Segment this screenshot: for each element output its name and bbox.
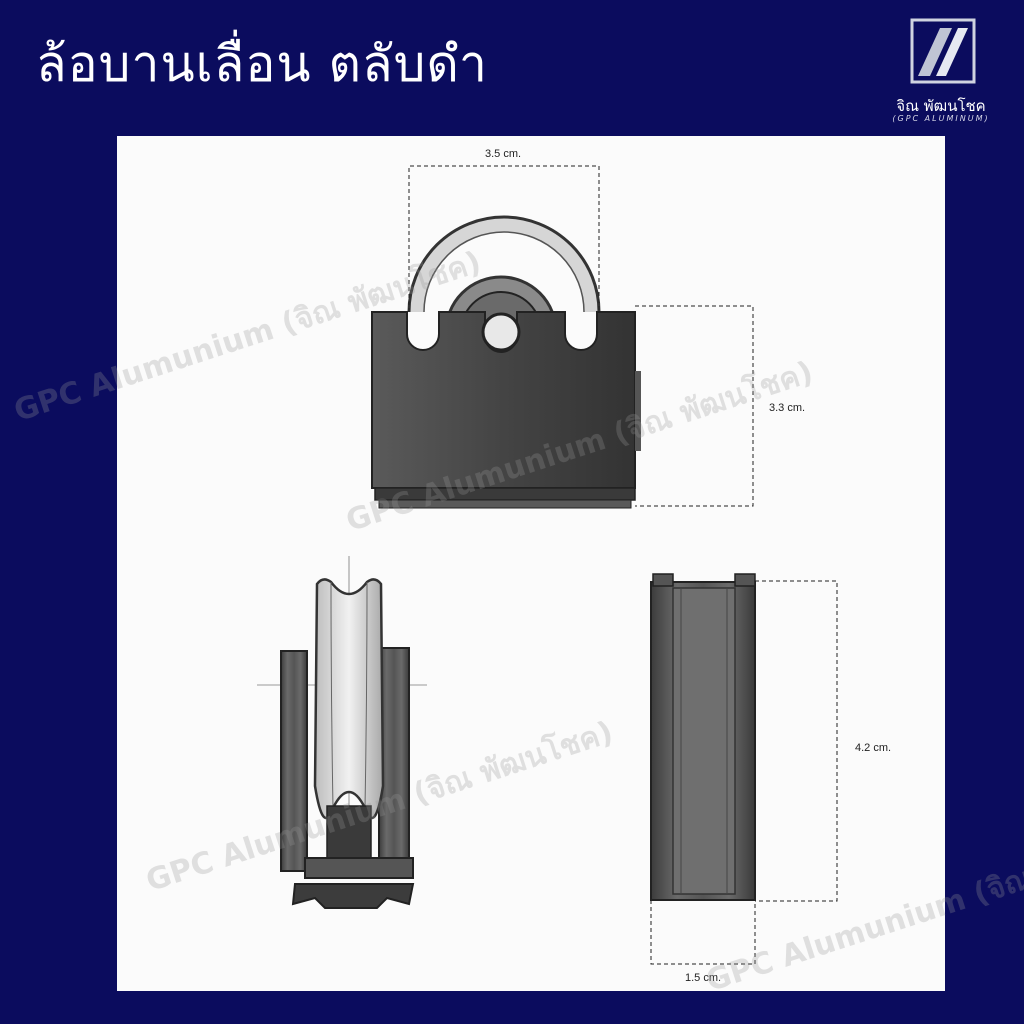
dim-box-right (635, 305, 754, 507)
side-base (304, 857, 414, 879)
brand-subtitle: (GPC ALUMINUM) (892, 114, 990, 123)
dim-label-height-front: 3.3 cm. (769, 402, 806, 414)
page-title: ล้อบานเลื่อน ตลับดำ (36, 35, 488, 93)
side-foot (291, 883, 415, 909)
dim-label-height-side: 4.2 cm. (855, 742, 892, 754)
front-axle (481, 312, 521, 352)
drawing-sheet: 3.5 cm. 3.3 cm. 4.2 cm. 1.5 cm. (117, 136, 945, 991)
gpc-logo-icon (910, 18, 976, 84)
side-plate-left (280, 650, 308, 872)
brand-logo: จิณ พัฒนโชค (GPC ALUMINUM) (876, 18, 1006, 128)
side-wheel (313, 578, 385, 820)
dim-box-side-width (650, 900, 756, 965)
brand-name: จิณ พัฒนโชค (896, 97, 986, 115)
dim-label-width-top: 3.5 cm. (485, 148, 522, 160)
technical-drawing (257, 165, 838, 965)
front-body (371, 311, 636, 489)
dim-box-side-height (755, 580, 838, 902)
front-view (371, 165, 754, 509)
dim-box-top (408, 165, 600, 312)
bottom-view (650, 573, 838, 965)
side-view (257, 556, 427, 909)
dim-label-width-side: 1.5 cm. (685, 972, 722, 984)
